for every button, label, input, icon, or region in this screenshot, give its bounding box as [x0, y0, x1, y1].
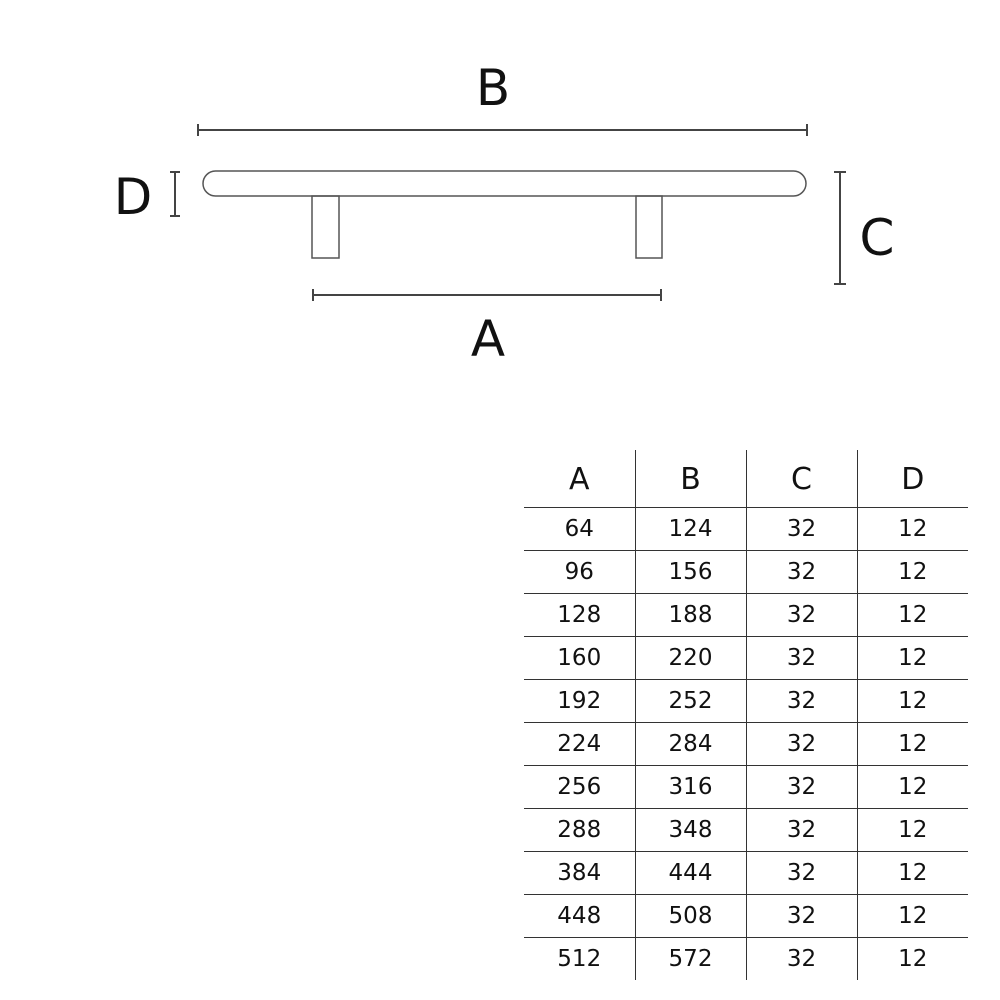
- table-cell-d: 12: [856, 937, 968, 980]
- handle-post-right: [635, 195, 663, 259]
- table-cell-c: 32: [745, 851, 857, 895]
- table-cell-d: 12: [856, 851, 968, 895]
- table-cell-a: 160: [524, 636, 635, 680]
- table-cell-a: 384: [524, 851, 635, 895]
- table-cell-c: 32: [745, 722, 857, 766]
- table-cell-c: 32: [745, 937, 857, 980]
- table-cell-c: 32: [745, 808, 857, 852]
- dimension-line-b: [197, 124, 808, 136]
- table-cell-c: 32: [745, 550, 857, 594]
- table-cell-d: 12: [856, 808, 968, 852]
- table-cell-b: 220: [634, 636, 746, 680]
- dimension-line-c: [834, 171, 846, 285]
- label-d: D: [114, 168, 153, 226]
- label-c: C: [860, 209, 895, 267]
- table-cell-b: 348: [634, 808, 746, 852]
- table-cell-c: 32: [745, 679, 857, 723]
- table-cell-b: 124: [634, 507, 746, 551]
- table-cell-b: 316: [634, 765, 746, 809]
- table-cell-d: 12: [856, 593, 968, 637]
- table-cell-a: 448: [524, 894, 635, 938]
- column-header-a: A: [524, 450, 635, 508]
- table-cell-a: 512: [557, 946, 602, 972]
- table-cell-d: 12: [856, 636, 968, 680]
- table-cell-d: 12: [856, 550, 968, 594]
- table-cell-b: 572: [634, 937, 746, 980]
- table-cell-d: 12: [856, 679, 968, 723]
- table-cell-d: 12: [856, 507, 968, 551]
- dimension-line-a: [312, 289, 662, 301]
- handle-dimension-diagram: B D C A: [114, 59, 895, 368]
- table-cell-b: 444: [634, 851, 746, 895]
- column-header-d: D: [856, 450, 968, 508]
- table-cell-b: 252: [634, 679, 746, 723]
- column-header-c: C: [745, 450, 857, 508]
- table-cell-b: 156: [634, 550, 746, 594]
- table-cell-b: 188: [634, 593, 746, 637]
- table-header-row: A B C D: [524, 450, 968, 508]
- table-cell-c: 32: [745, 765, 857, 809]
- table-cell-d: 12: [856, 765, 968, 809]
- handle-bar: [202, 170, 807, 197]
- label-b: B: [476, 59, 510, 117]
- dimension-line-d: [170, 171, 180, 217]
- table-cell-b: 508: [634, 894, 746, 938]
- table-cell-a: 192: [524, 679, 635, 723]
- table-cell-a: 64: [524, 507, 635, 551]
- table-cell-a: 288: [524, 808, 635, 852]
- table-cell-a: 128: [524, 593, 635, 637]
- handle-post-left: [311, 195, 340, 259]
- table-cell-c: 32: [745, 593, 857, 637]
- label-a: A: [471, 310, 505, 368]
- table-cell-a: 256: [524, 765, 635, 809]
- table-cell-c: 32: [745, 636, 857, 680]
- table-cell-b: 284: [634, 722, 746, 766]
- table-cell-c: 32: [745, 507, 857, 551]
- table-cell-d: 12: [856, 894, 968, 938]
- table-cell-a: 96: [524, 550, 635, 594]
- table-cell-c: 32: [745, 894, 857, 938]
- table-cell-a: 224: [524, 722, 635, 766]
- column-header-b: B: [634, 450, 746, 508]
- table-cell-d: 12: [856, 722, 968, 766]
